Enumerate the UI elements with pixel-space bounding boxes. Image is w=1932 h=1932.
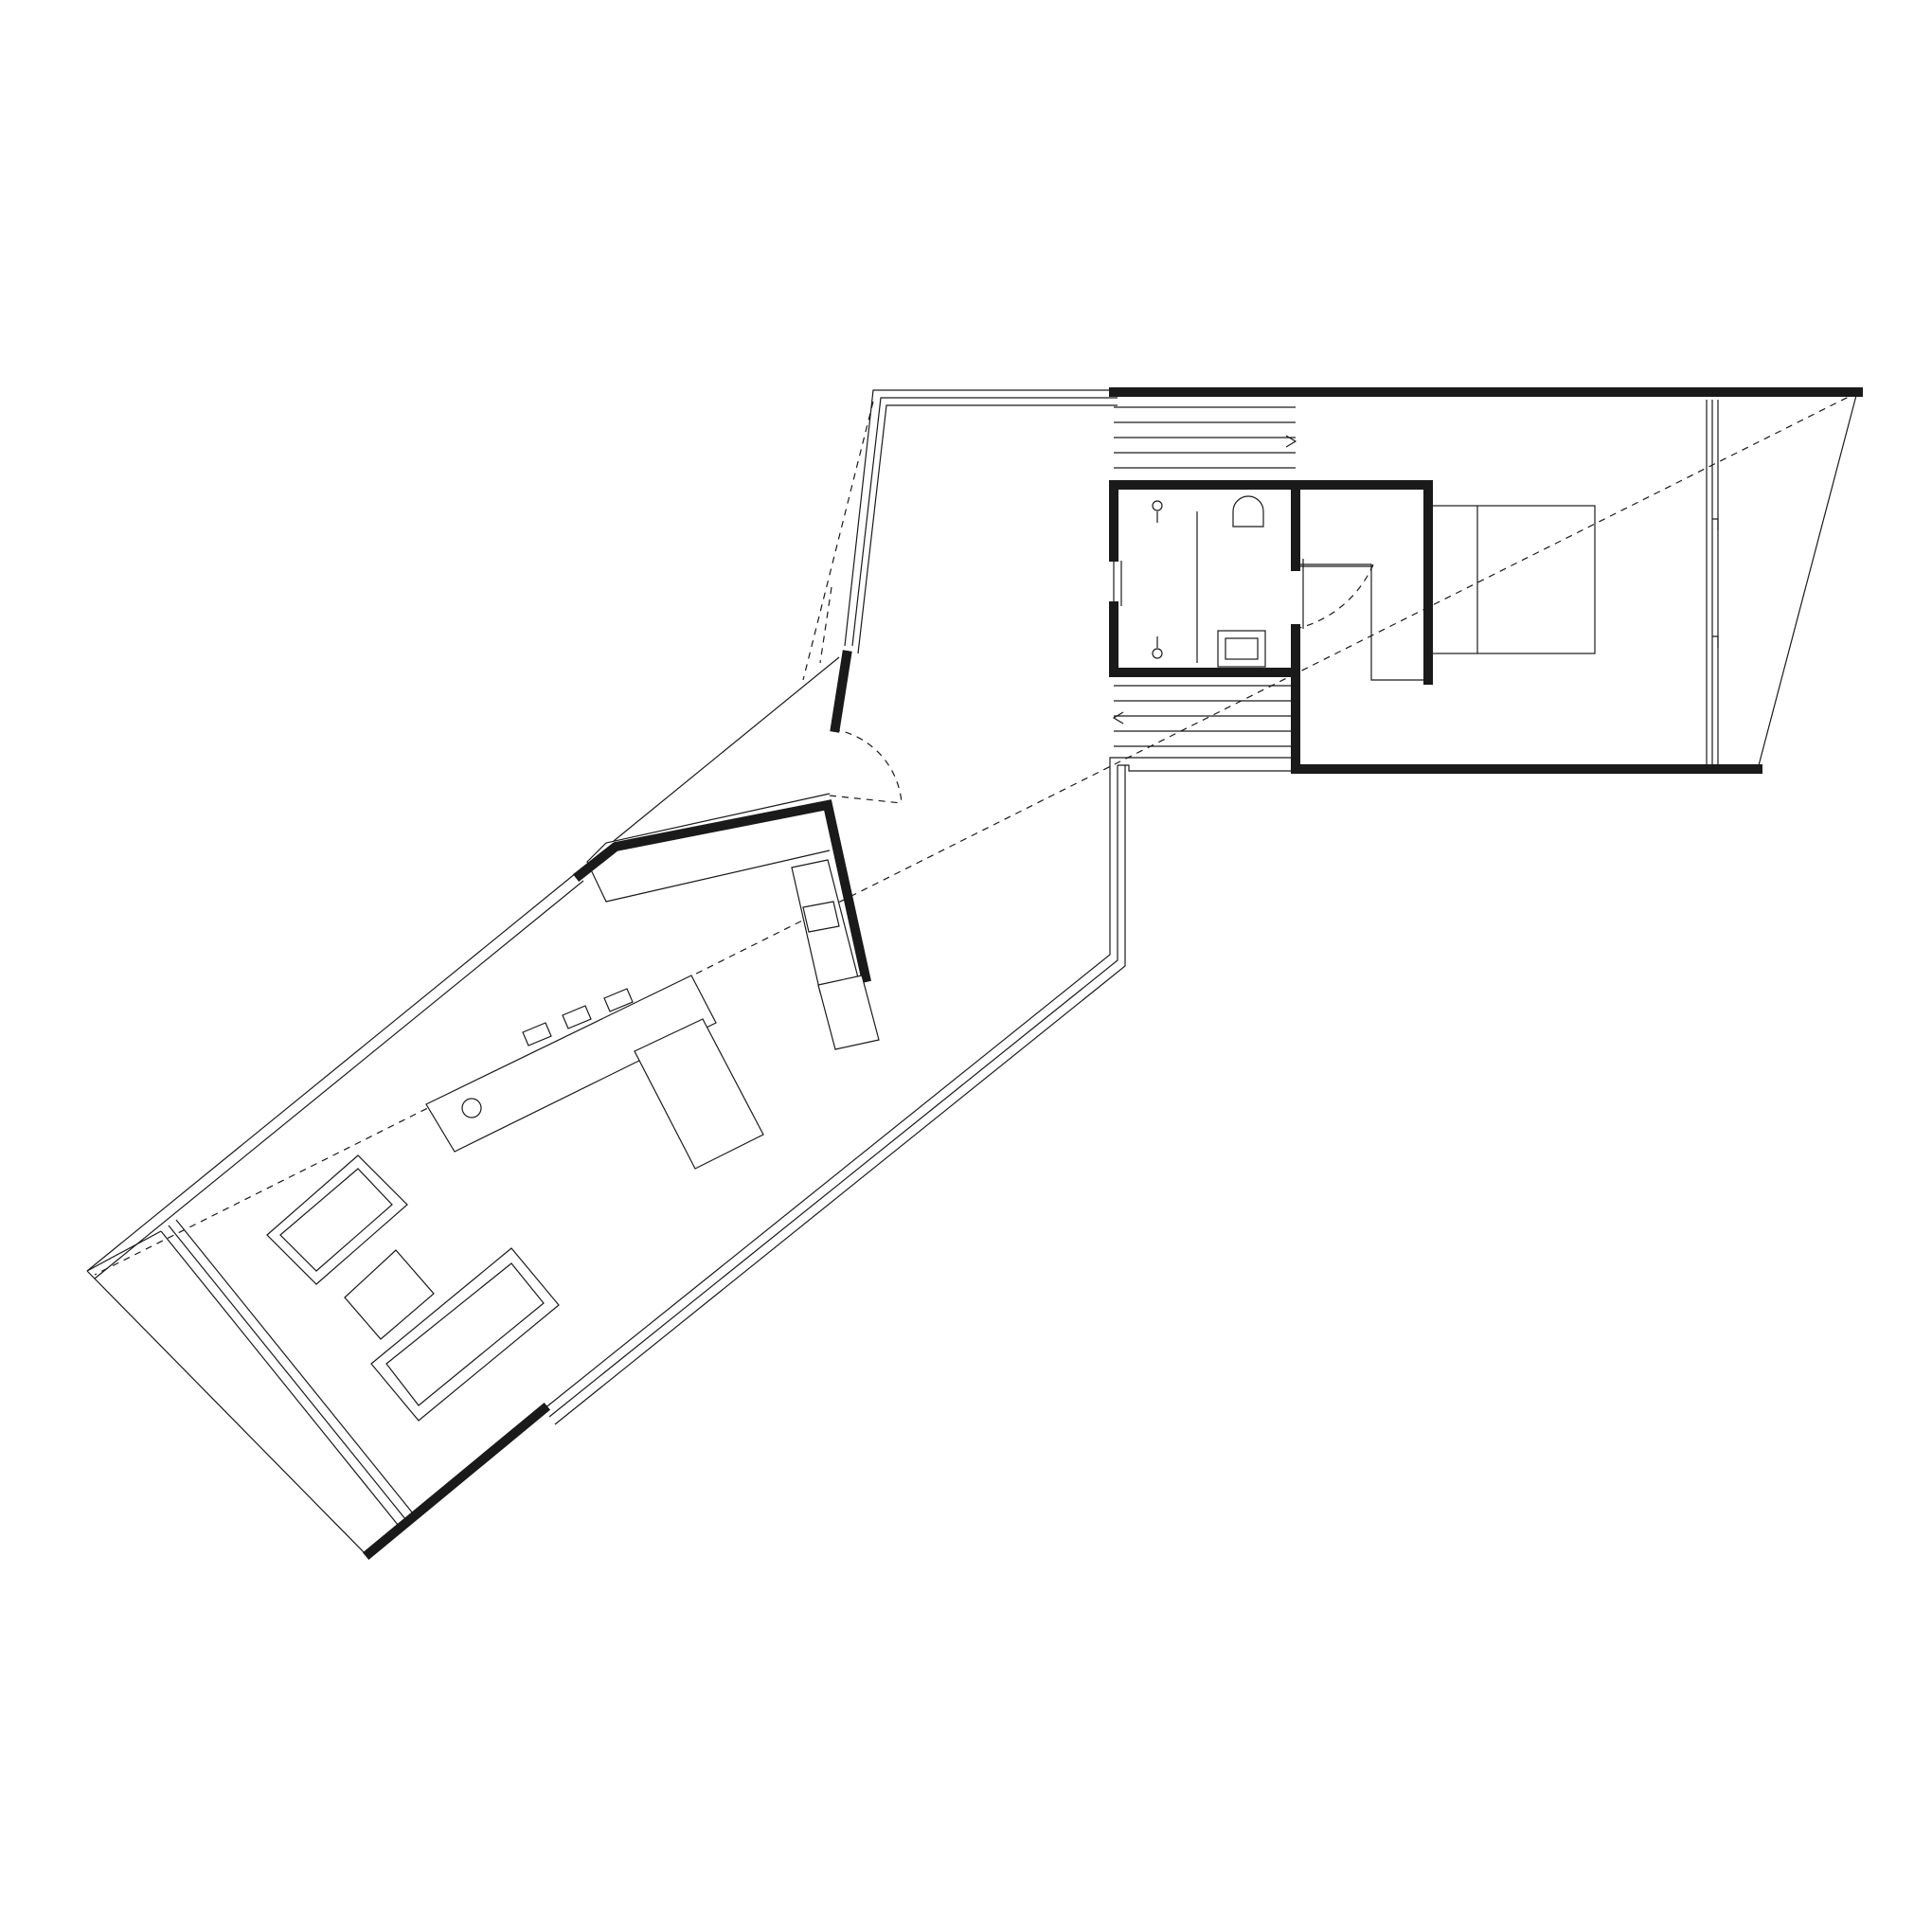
shower-head-top: [1152, 500, 1163, 511]
door-swing-entry: [832, 728, 903, 804]
kitchen: [425, 859, 880, 1170]
bar-stool-1: [522, 1022, 552, 1046]
bar-stool-3: [603, 988, 634, 1012]
bar-stool-2: [562, 1005, 592, 1029]
bedroom: [94, 391, 1859, 1276]
wardrobe: [1296, 564, 1428, 681]
stair-arrow-up: [1285, 435, 1297, 448]
bed: [1427, 505, 1596, 654]
wall-entry-jamb: [830, 650, 852, 733]
wall-living-south: [362, 1402, 551, 1561]
door-swing-bedroom: [1295, 564, 1374, 630]
toilet: [1232, 495, 1264, 528]
kitchen-counter-end: [817, 975, 880, 1050]
sink: [1217, 630, 1266, 668]
exterior-outline: [86, 387, 1859, 1557]
coffee-table: [344, 1249, 435, 1340]
wall-bath-left: [1109, 601, 1300, 677]
wall-kitchen: [572, 799, 871, 983]
roof-ridge-line: [94, 391, 1859, 1276]
stairs: [1112, 406, 1297, 747]
living-furniture: [266, 1154, 560, 1422]
stair-arrow-down: [1112, 711, 1124, 724]
shower-head-bottom: [1152, 648, 1163, 659]
kitchen-sink: [802, 901, 840, 933]
island-counter: [425, 975, 717, 1153]
island-side: [634, 1018, 764, 1170]
doors: [802, 401, 1374, 804]
bathroom-fixtures: [1113, 495, 1266, 668]
island-sink: [461, 1098, 482, 1118]
